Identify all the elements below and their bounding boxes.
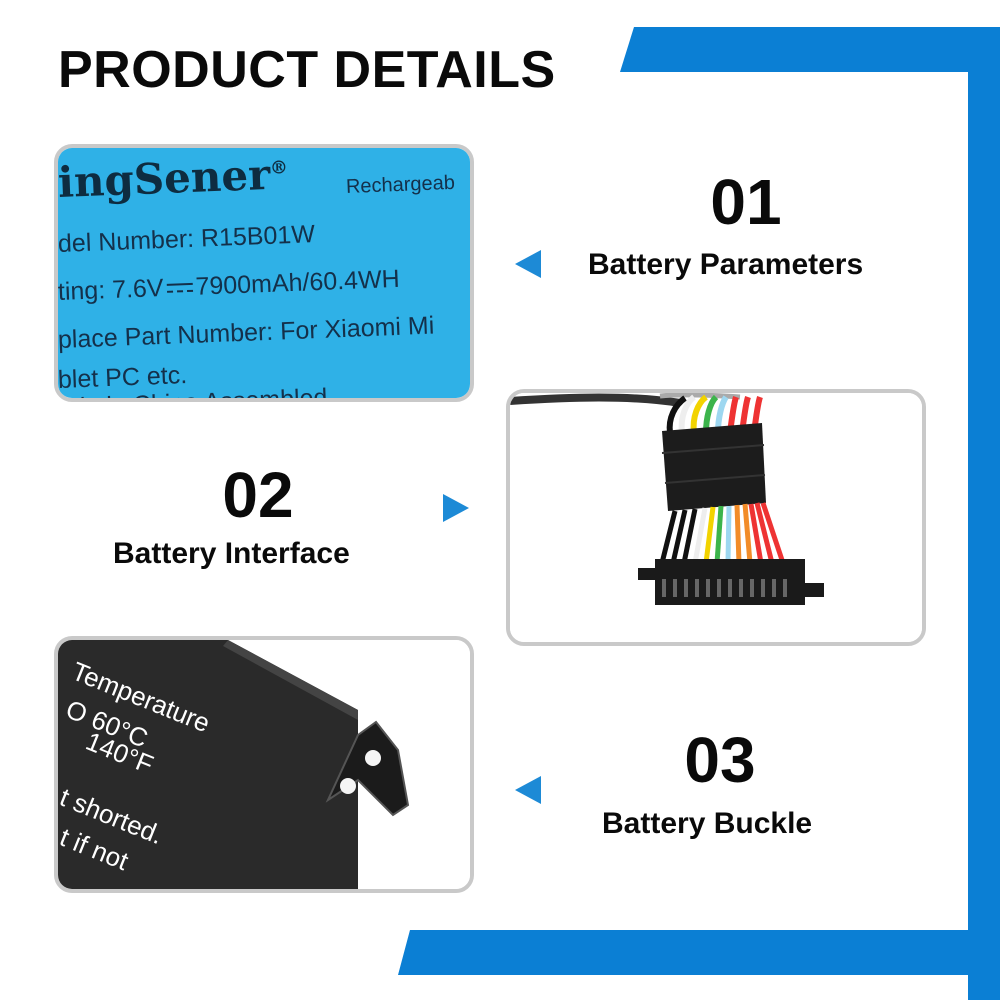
- feature-03-number: 03: [684, 724, 756, 796]
- feature-01-arrow-icon: [515, 250, 541, 278]
- feature-02-arrow-icon: [443, 494, 469, 522]
- battery-parameters-image: ingSener® Rechargeab del Number: R15B01W…: [54, 144, 474, 402]
- blue-frame-right-edge: [968, 27, 1000, 1000]
- feature-02-caption: Battery Interface: [113, 537, 350, 570]
- battery-buckle-illustration: Temperature O 60°C 140°F t shorted. t if…: [58, 640, 470, 889]
- battery-buckle-image: Temperature O 60°C 140°F t shorted. t if…: [54, 636, 474, 893]
- blue-frame-bottom-edge: [398, 930, 1000, 975]
- battery-label-sticker: ingSener® Rechargeab del Number: R15B01W…: [58, 148, 470, 398]
- feature-01-caption: Battery Parameters: [588, 248, 864, 281]
- battery-connector-illustration: [510, 393, 922, 642]
- battery-replace-text: place Part Number: For Xiaomi Mi: [58, 311, 435, 354]
- feature-03-arrow-icon: [515, 776, 541, 804]
- feature-02-number: 02: [222, 459, 294, 531]
- feature-03-caption: Battery Buckle: [602, 807, 813, 840]
- battery-interface-image: [506, 389, 926, 646]
- page-title: PRODUCT DETAILS: [58, 41, 556, 99]
- battery-rechargeable-text: Rechargeab: [345, 171, 456, 198]
- battery-brand-text: ingSener®: [58, 149, 289, 207]
- battery-model-text: del Number: R15B01W: [58, 220, 316, 258]
- feature-01-number: 01: [710, 166, 782, 238]
- blue-frame-top-edge: [620, 27, 1000, 72]
